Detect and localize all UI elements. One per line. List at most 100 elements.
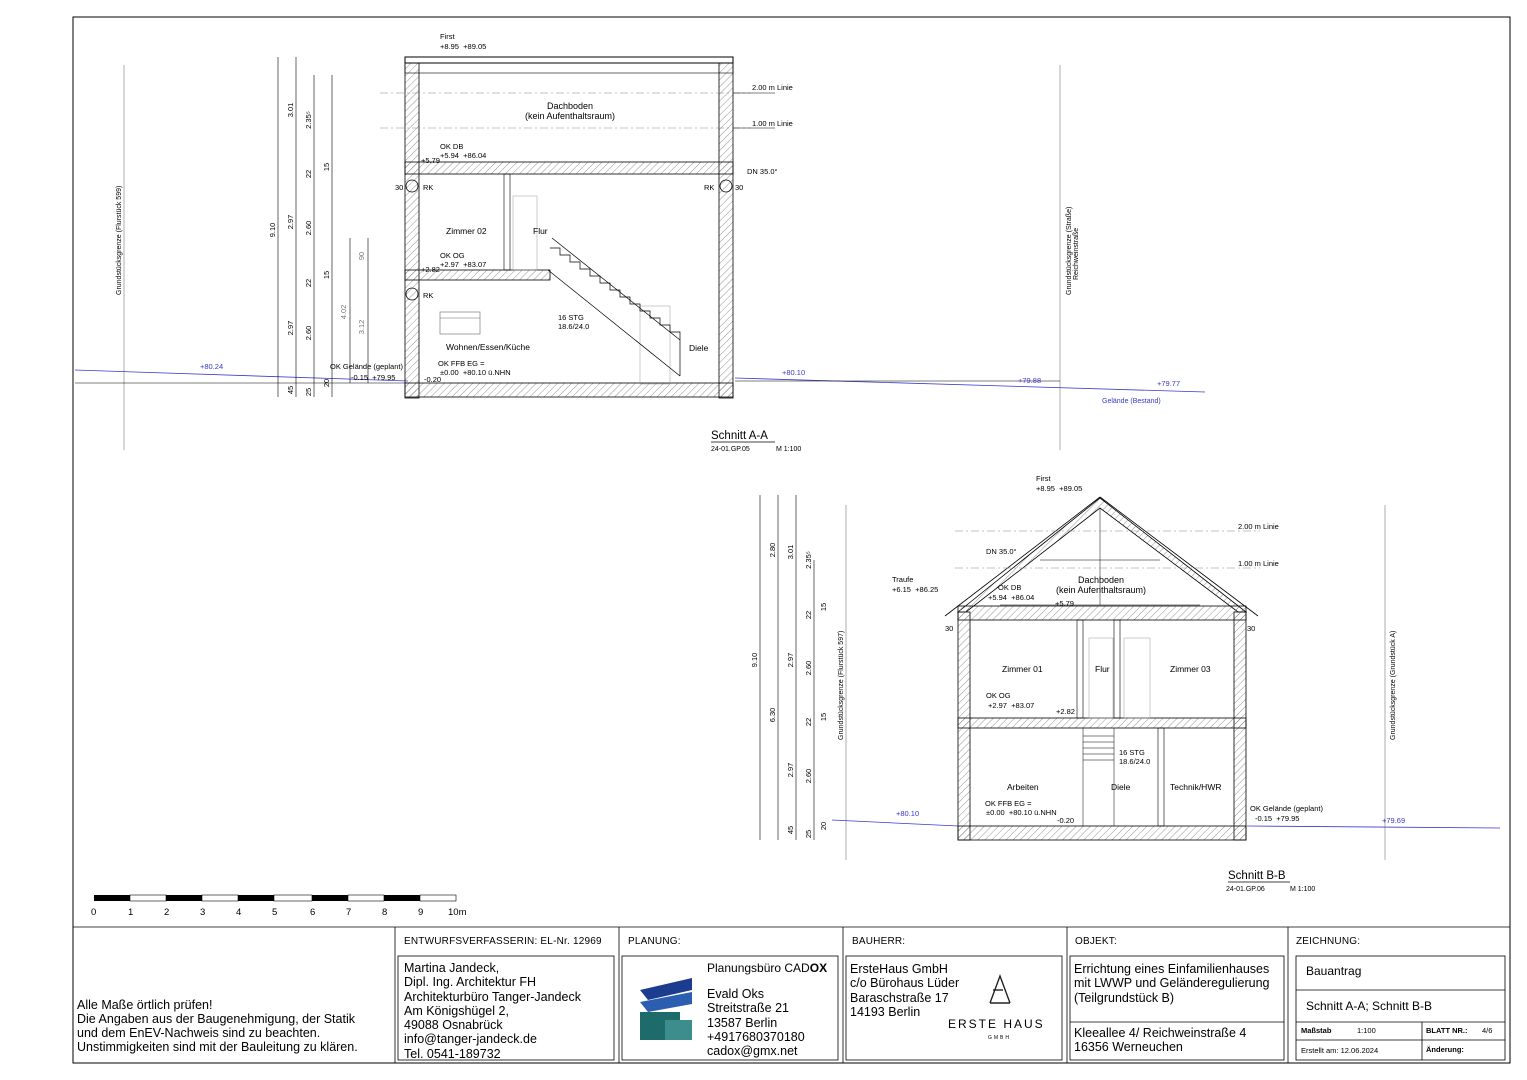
stairs-a — [547, 237, 681, 377]
traufe-label: Traufe — [892, 575, 913, 584]
diele-label-b: Diele — [1111, 782, 1131, 792]
ground-level-7977: +79.77 — [1157, 379, 1180, 388]
dachboden-sub-a: (kein Aufenthaltsraum) — [525, 111, 615, 121]
section-b-scale: M 1:100 — [1290, 886, 1315, 893]
diele-label-a: Diele — [689, 343, 709, 353]
erstehaus-logo-icon — [989, 973, 1011, 1004]
blatt-label: BLATT NR.: — [1426, 1026, 1468, 1035]
first-values-a: +8.95 +89.05 — [440, 42, 486, 51]
ok-db-a: OK DB — [440, 142, 463, 151]
dim-b-col4-2: 15 — [819, 713, 828, 721]
lvl-282-b: +2.82 — [1056, 707, 1075, 716]
scale-label-10: 10m — [448, 907, 467, 918]
traufe-values: +6.15 +86.25 — [892, 585, 938, 594]
lvl-579-a: +5.79 — [421, 156, 440, 165]
zimmer02-label: Zimmer 02 — [446, 226, 487, 236]
entwurf-header: ENTWURFSVERFASSERIN: EL-Nr. 12969 — [404, 936, 602, 947]
lvl-020-a: -0.20 — [424, 375, 441, 384]
scale-label-4: 4 — [236, 907, 241, 918]
dim-b-col2-2: 2.97 — [786, 763, 795, 778]
left-boundary-label: Grundstücksgrenze (Flurstück 599) — [116, 186, 123, 295]
section-b-title: Schnitt B-B — [1228, 870, 1286, 882]
entwurf-text: Martina Jandeck, Dipl. Ing. Architektur … — [404, 961, 581, 1061]
lvl-579-b: +5.79 — [1055, 599, 1074, 608]
logo-sub: GMBH — [988, 1035, 1011, 1041]
zeichnung-header: ZEICHNUNG: — [1296, 936, 1361, 947]
ok-og-b: OK OG — [986, 691, 1011, 700]
dim-b-col4-1: 15 — [819, 603, 828, 611]
objekt-text: Errichtung eines Einfamilienhauses mit L… — [1074, 962, 1270, 1005]
dim-b-col3-2: 2.60 — [804, 661, 813, 676]
line-2m-b: 2.00 m Linie — [1238, 522, 1279, 531]
gelaende-geplant-a: OK Gelände (geplant) — [330, 362, 403, 371]
dim-total-a: 9.10 — [268, 223, 277, 238]
zeichnung-type: Bauantrag — [1306, 964, 1362, 978]
bauherr-text: ErsteHaus GmbH c/o Bürohaus Lüder Barasc… — [850, 962, 960, 1019]
scale-label-7: 7 — [346, 907, 351, 918]
ok-ffb-values-b: ±0.00 +80.10 ü.NHN — [986, 808, 1057, 817]
dim-b-col2-3: 45 — [786, 826, 795, 834]
logo-text: ERSTE HAUS — [948, 1017, 1045, 1031]
dim-total-b: 9.10 — [750, 653, 759, 668]
dim-a-col4-0: 15 — [322, 163, 331, 171]
sheet-border — [72, 16, 1511, 1064]
ok-og-values-a: +2.97 +83.07 — [440, 260, 486, 269]
ground-level-b-8010: +80.10 — [896, 809, 919, 818]
planung-text: Evald Oks Streitstraße 21 13587 Berlin +… — [707, 987, 805, 1059]
dim-b-col2-0: 2.80 — [768, 543, 777, 558]
dim-b-col4-0: 2.35⁵ — [804, 551, 813, 569]
dim-a-col3-5: 25 — [304, 388, 313, 396]
dim-a-col3-2: 2.60 — [304, 221, 313, 236]
ok-db-values-b: +5.94 +86.04 — [988, 593, 1034, 602]
section-b-code: 24-01.GP.06 — [1226, 886, 1265, 893]
ok-og-a: OK OG — [440, 251, 465, 260]
dn-label-a: DN 35.0° — [747, 167, 778, 176]
section-a-a: Grundstücksgrenze (Flurstück 599) Grunds… — [74, 32, 1206, 453]
ok-db-values-a: +5.94 +86.04 — [440, 151, 486, 160]
scale-label-3: 3 — [200, 907, 205, 918]
ground-level-8024: +80.24 — [200, 362, 223, 371]
ground-level-8010: +80.10 — [782, 368, 805, 377]
scale-label-5: 5 — [272, 907, 277, 918]
technik-label: Technik/HWR — [1170, 782, 1221, 792]
thirty-a2: 30 — [735, 183, 743, 192]
notes-text: Alle Maße örtlich prüfen! Die Angaben au… — [77, 998, 358, 1054]
section-b-b: Grundstücksgrenze (Flurstück 597) Grunds… — [750, 474, 1501, 893]
objekt-address: Kleeallee 4/ Reichweinstraße 4 16356 Wer… — [1074, 1026, 1247, 1055]
titleblock-frame — [73, 926, 1510, 1063]
dn-label-b: DN 35.0° — [986, 547, 1017, 556]
first-values-b: +8.95 +89.05 — [1036, 484, 1082, 493]
gelaende-bestand-label: Gelände (Bestand) — [1102, 398, 1161, 405]
ok-ffb-values-a: ±0.00 +80.10 ü.NHN — [440, 368, 511, 377]
zeichnung-name: Schnitt A-A; Schnitt B-B — [1306, 999, 1433, 1013]
dim-a-stair-2: 3.12 — [357, 320, 366, 335]
scale-label-8: 8 — [382, 907, 387, 918]
dim-a-stair-1: 4.02 — [339, 305, 348, 320]
arbeiten-label: Arbeiten — [1007, 782, 1039, 792]
dim-a-stair-0: 90 — [357, 252, 366, 260]
line-1m-a: 1.00 m Linie — [752, 119, 793, 128]
gelaende-geplant-values-b: -0.15 +79.95 — [1255, 814, 1299, 823]
massstab-label: Maßstab — [1301, 1026, 1332, 1035]
scale-label-9: 9 — [418, 907, 423, 918]
lvl-020-b: -0.20 — [1057, 816, 1074, 825]
dim-a-col2-3: 45 — [286, 386, 295, 394]
stairs-ratio-b: 18.6/24.0 — [1119, 757, 1150, 766]
dim-b-col2-1: 2.97 — [786, 653, 795, 668]
ground-level-b-7969: +79.69 — [1382, 816, 1405, 825]
ok-db-b: OK DB — [998, 583, 1021, 592]
dim-b-col3-4: 2.60 — [804, 769, 813, 784]
line-2m-a: 2.00 m Linie — [752, 83, 793, 92]
right-boundary-label: Grundstücksgrenze (Straße) — [1066, 207, 1073, 295]
dim-a-col2-1: 2.97 — [286, 215, 295, 230]
zimmer03-label: Zimmer 03 — [1170, 664, 1211, 674]
dachboden-label-a: Dachboden — [547, 101, 593, 111]
dachboden-label-b: Dachboden — [1078, 575, 1124, 585]
dim-a-col4-1: 15 — [322, 271, 331, 279]
flur-label-b: Flur — [1095, 664, 1110, 674]
dim-a-col3-3: 22 — [304, 279, 313, 287]
planung-company-bold: OX — [809, 961, 828, 975]
stairs-label-a: 16 STG — [558, 313, 584, 322]
first-label-a: First — [440, 32, 455, 41]
dachboden-sub-b: (kein Aufenthaltsraum) — [1056, 585, 1146, 595]
